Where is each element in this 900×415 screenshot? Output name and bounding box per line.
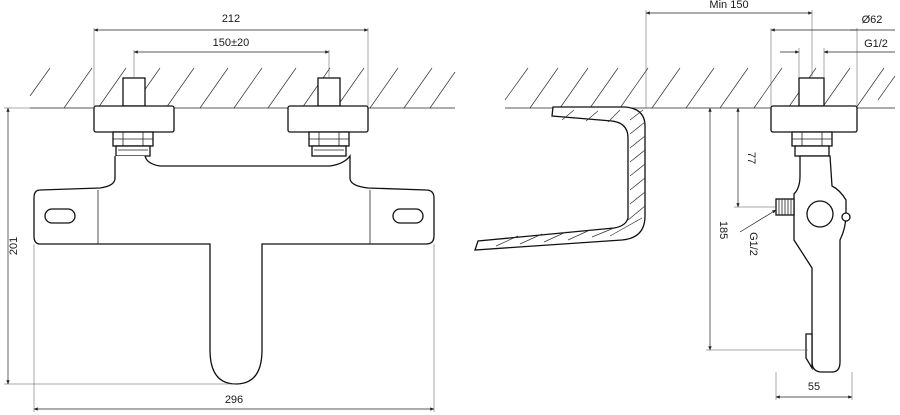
mixer-body [33, 154, 435, 385]
left-inlet-connector [93, 77, 175, 157]
dimension-front-top-width: 212 [93, 13, 369, 106]
dimension-diameter-62: Ø62 [770, 14, 895, 106]
outlet-thread [775, 198, 795, 216]
label-212: 212 [222, 13, 240, 25]
front-wall-hatching [29, 67, 456, 109]
label-150-20: 150±20 [213, 37, 250, 49]
label-77: 77 [745, 152, 757, 164]
label-min-150: Min 150 [709, 0, 748, 11]
label-201: 201 [8, 237, 20, 255]
dimension-front-height: 201 [4, 107, 236, 385]
dimension-thread-outlet: G1/2 [739, 209, 777, 256]
label-diameter-62: Ø62 [862, 14, 883, 26]
label-185: 185 [717, 221, 729, 239]
dimension-thread-top: G1/2 [780, 38, 895, 78]
front-view: 212 150±20 201 296 [4, 13, 456, 412]
label-thread-top: G1/2 [864, 38, 888, 50]
dimension-77: 77 [734, 107, 776, 208]
dimension-front-bottom-width: 296 [33, 244, 435, 412]
right-inlet-connector [287, 77, 369, 157]
side-wall-hatching [650, 67, 896, 109]
middle-wall-hatching [504, 67, 650, 109]
bracket-section [474, 67, 650, 251]
dimension-min-150: Min 150 [645, 0, 813, 108]
dimension-185: 185 [706, 107, 808, 351]
label-296: 296 [225, 394, 243, 406]
label-thread-outlet: G1/2 [747, 232, 759, 256]
dimension-55: 55 [775, 372, 853, 400]
label-55: 55 [808, 381, 820, 393]
dimension-inlet-spacing: 150±20 [133, 37, 330, 78]
side-view: Min 150 Ø62 G1/2 77 185 [645, 0, 896, 400]
